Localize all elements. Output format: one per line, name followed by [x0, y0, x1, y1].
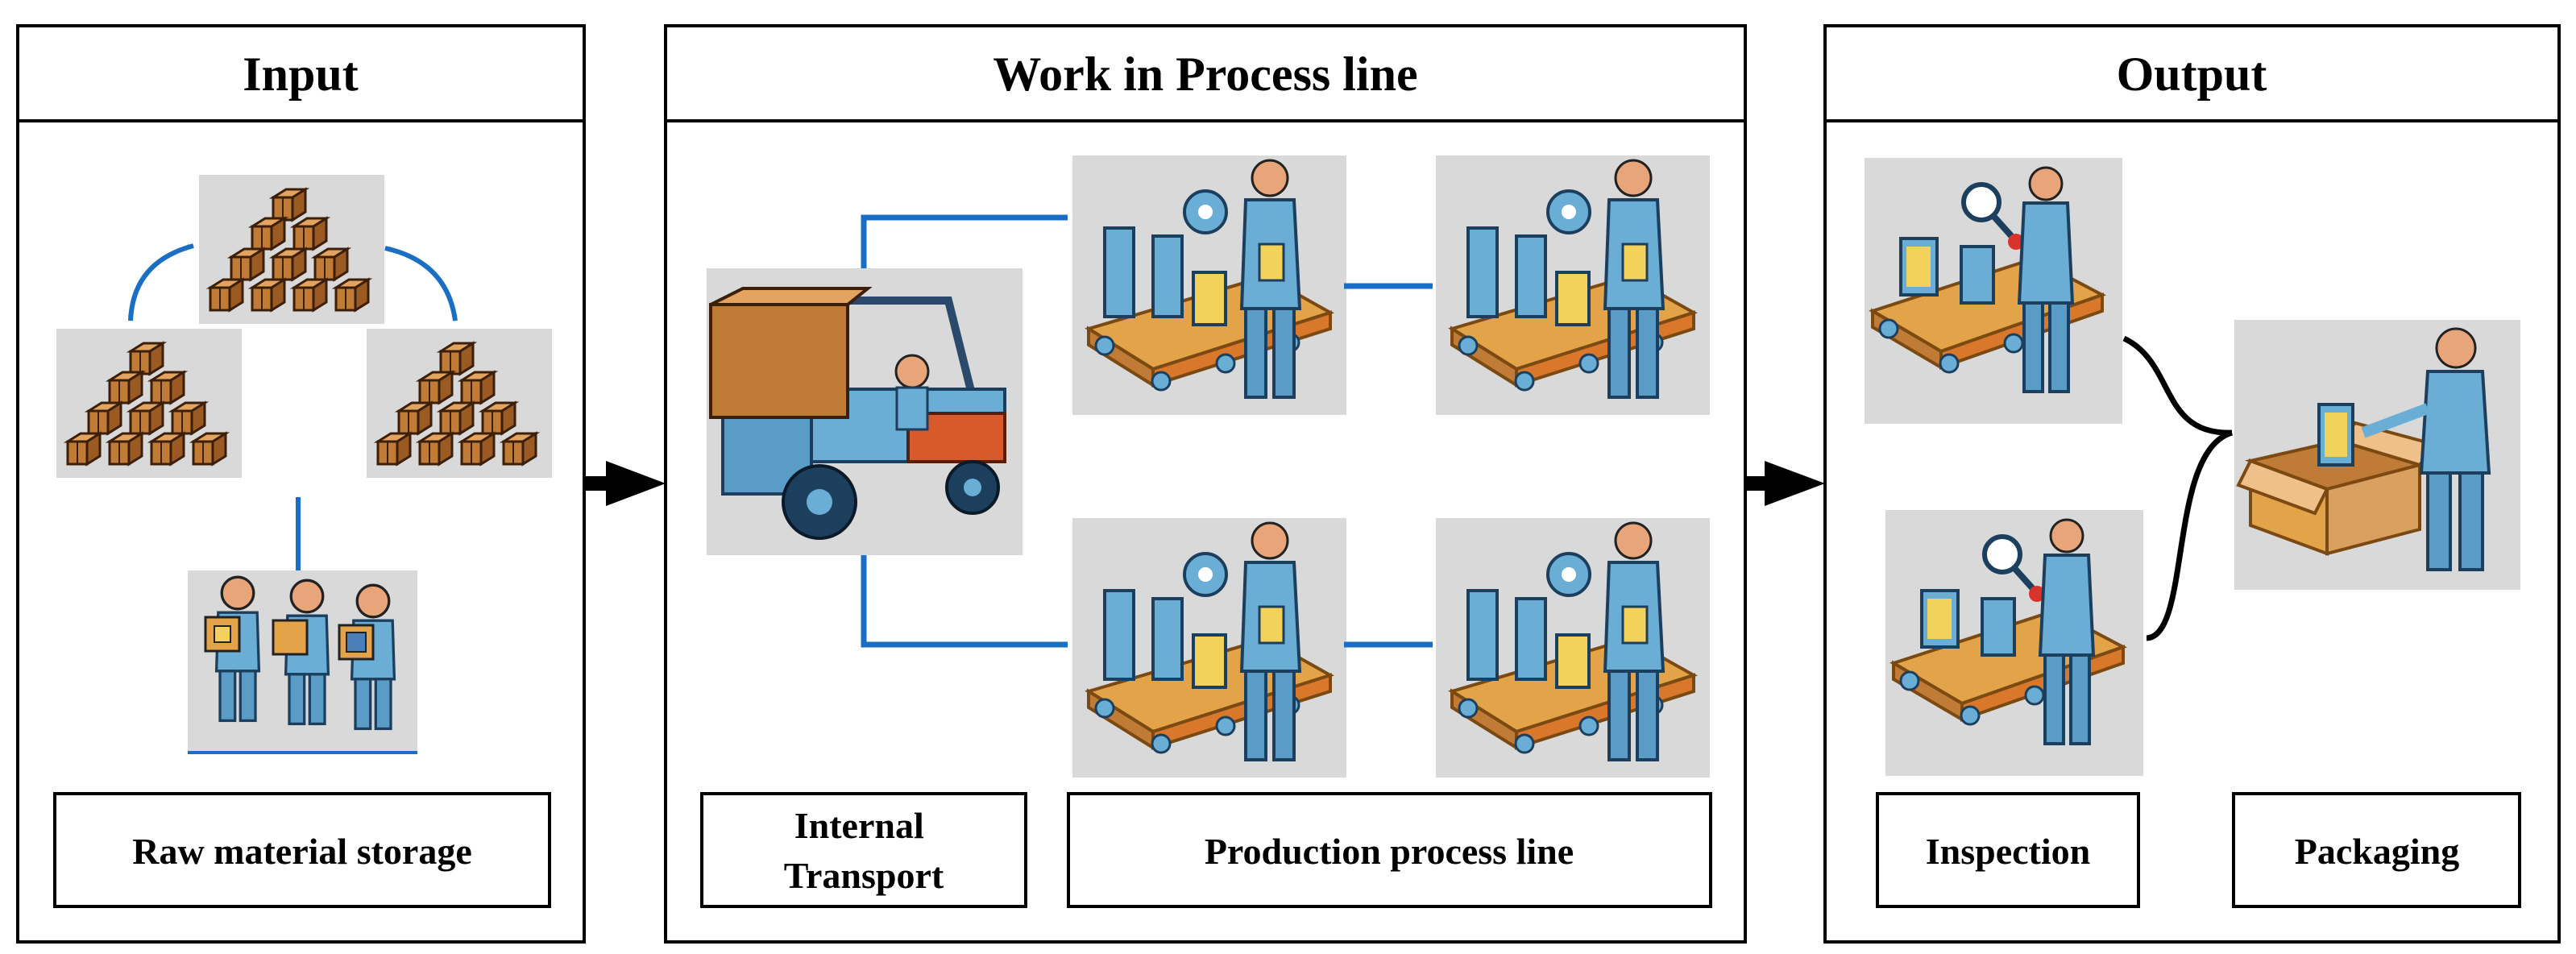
- raw-material-storage-label: Raw material storage: [132, 831, 472, 872]
- assembly-worker-conveyor-icon: [1071, 516, 1348, 779]
- packaging-label: Packaging: [2295, 831, 2459, 872]
- stacked-boxes-icon: [367, 329, 552, 478]
- assembly-worker-conveyor-icon: [1071, 154, 1348, 417]
- wip-section-title: Work in Process line: [993, 48, 1417, 101]
- output-section: Output Inspection Packaging: [1823, 24, 2561, 944]
- wip-to-output-arrowhead: [1765, 461, 1825, 506]
- production-process-line-label: Production process line: [1205, 831, 1574, 872]
- inspector-magnifier-conveyor-icon: [1865, 158, 2122, 424]
- input-section-title: Input: [243, 48, 358, 101]
- raw-material-storage-label-box: [53, 792, 551, 908]
- packaging-label-box: [2232, 792, 2521, 908]
- stacked-boxes-icon: [56, 329, 242, 478]
- wip-section: Work in Process line Internal Transport …: [664, 24, 1747, 944]
- input-to-wip-arrowhead: [606, 461, 666, 506]
- stacked-boxes-icon: [199, 175, 384, 324]
- assembly-worker-conveyor-icon: [1434, 154, 1711, 417]
- transport-to-upper-line-arrow: [861, 214, 1068, 268]
- packaging-worker-icon: [2234, 320, 2520, 590]
- internal-transport-label: Internal Transport: [784, 805, 944, 896]
- inspector-magnifier-conveyor-icon: [1885, 510, 2143, 776]
- inspection-label-box: [1876, 792, 2140, 908]
- workers-carrying-boxes-icon: [188, 570, 417, 754]
- forklift-icon: [707, 268, 1023, 555]
- output-section-title: Output: [2117, 48, 2267, 101]
- internal-transport-label-box: [700, 792, 1027, 908]
- transport-to-lower-line-arrow: [861, 555, 1068, 648]
- inspection-label: Inspection: [1926, 831, 2090, 872]
- input-section: Input Raw material storage: [16, 24, 586, 944]
- assembly-worker-conveyor-icon: [1434, 516, 1711, 779]
- production-process-line-label-box: [1067, 792, 1712, 908]
- storage-swap-arrow-right: [384, 246, 458, 321]
- storage-swap-arrow-left: [127, 243, 194, 321]
- inspection-to-packaging-connector: [2122, 335, 2234, 641]
